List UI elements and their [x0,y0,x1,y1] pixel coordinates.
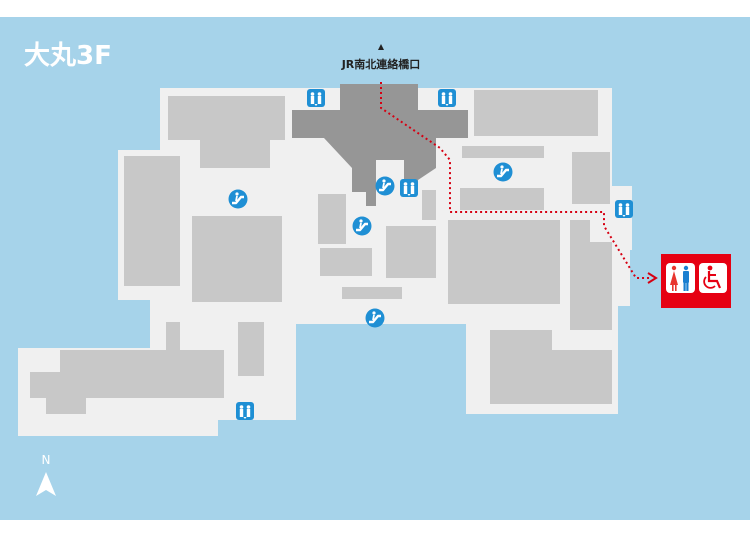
store-block [192,216,282,302]
wheelchair-icon [699,263,727,293]
store-block [460,188,544,210]
store-block [570,220,612,330]
store-block [422,190,436,220]
store-block [342,287,402,299]
elevator-icon [400,179,418,197]
store-block [124,156,180,286]
elevator-icon [438,89,456,107]
escalator-icon [375,176,395,196]
store-block [448,220,560,304]
restroom-icon [666,263,695,293]
escalator-icon [365,308,385,328]
store-block [474,90,598,136]
store-block [490,330,612,404]
north-label: N [42,453,51,467]
exit-arrow-icon [378,44,384,50]
store-block [30,322,224,414]
store-block [318,194,346,244]
escalator-icon [352,216,372,236]
north-arrow [36,472,56,496]
stores [30,90,612,414]
store-block [386,226,436,278]
north-arrow-icon [36,472,56,496]
store-block [462,146,544,158]
escalator-icon [493,162,513,182]
facility-icons [228,89,633,420]
escalator-icon [228,189,248,209]
map-title: 大丸3F [24,41,112,71]
store-block [320,248,372,276]
route-arrow-icon [647,272,658,284]
atrium [292,84,468,206]
elevator-icon [615,200,633,218]
elevator-icon [307,89,325,107]
store-block [238,322,264,376]
store-block [572,152,610,204]
exit-label: JR南北連絡橋口 [341,57,421,71]
elevator-icon [236,402,254,420]
store-block [168,96,285,168]
